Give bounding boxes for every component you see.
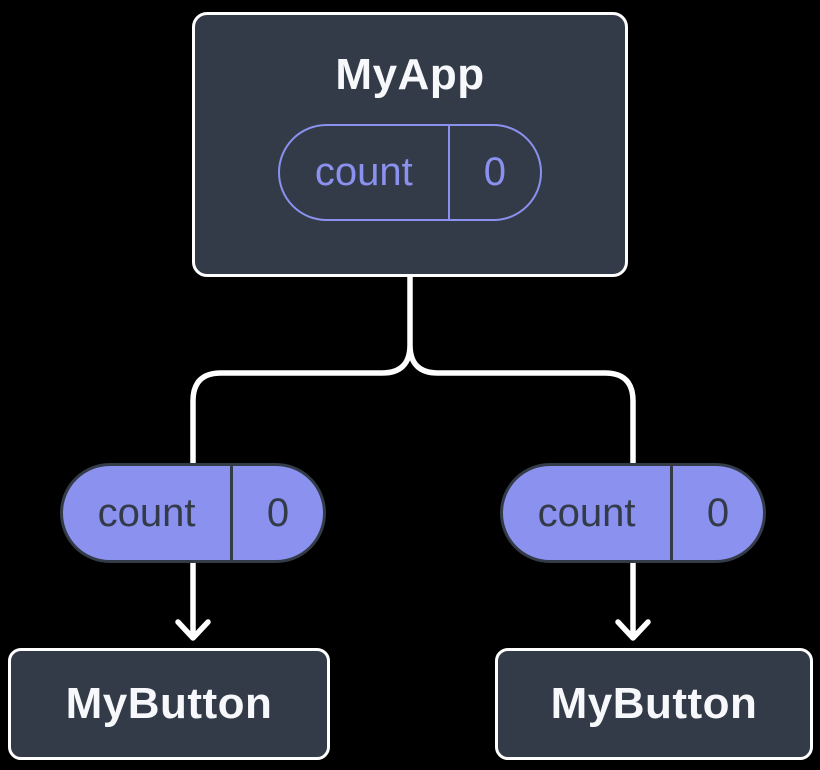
pill-divider	[230, 466, 234, 560]
state-pill: count 0	[278, 123, 542, 221]
prop-pill-right-value: 0	[706, 490, 730, 535]
component-title-myapp: MyApp	[335, 50, 485, 99]
pill-divider	[670, 466, 674, 560]
pill-divider	[447, 125, 450, 219]
component-node-mybutton-right: MyButton	[495, 648, 813, 760]
prop-pill-left: count 0	[60, 463, 326, 563]
left-arrow	[175, 558, 211, 641]
component-node-mybutton-left: MyButton	[8, 648, 330, 760]
prop-pill-right-label: count	[537, 490, 636, 535]
component-node-myapp: MyApp count 0	[192, 12, 628, 277]
prop-pill-left-value: 0	[266, 490, 290, 535]
component-title-mybutton-left: MyButton	[65, 678, 273, 728]
state-pill-label: count	[314, 149, 413, 194]
prop-pill-left-label: count	[97, 490, 196, 535]
fork-connector	[190, 272, 636, 469]
prop-pill-right: count 0	[500, 463, 766, 563]
state-pill-value: 0	[483, 149, 506, 194]
component-title-mybutton-right: MyButton	[550, 678, 758, 728]
right-arrow	[615, 558, 651, 641]
